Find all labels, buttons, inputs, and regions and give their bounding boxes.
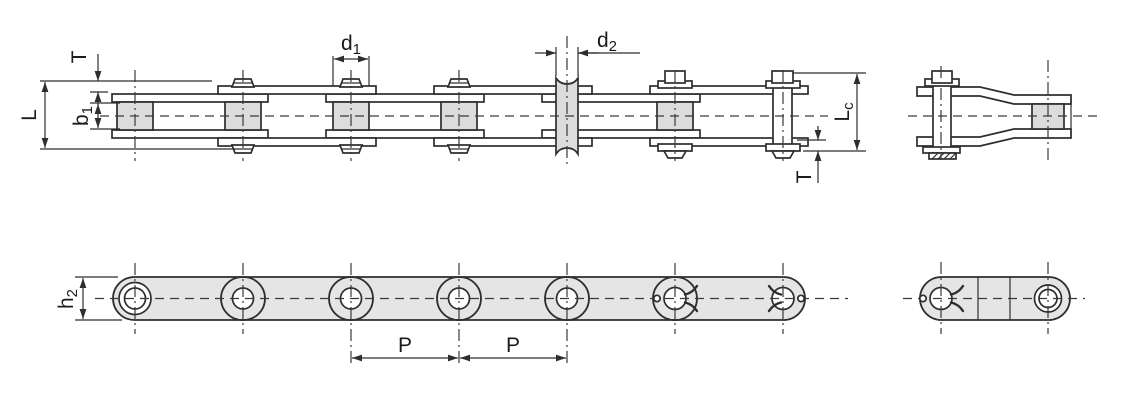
label-T-top: T (68, 50, 91, 63)
dimension-d2: d2 (535, 29, 640, 76)
dimension-T-bottom: T (793, 126, 826, 183)
pin-heads (230, 78, 472, 154)
outer-plates (217, 85, 809, 147)
offset-link-side-view (908, 60, 1097, 160)
chain-side-view (100, 36, 828, 165)
outer-plate (649, 137, 809, 147)
inner-plate (111, 93, 269, 103)
cotter-leg (949, 284, 965, 296)
outer-plate (217, 137, 377, 147)
pin-square-head (931, 70, 953, 84)
cotter-leg (683, 301, 699, 313)
cotter-leg (767, 284, 783, 296)
cotter-leg (949, 301, 965, 313)
inner-plates (111, 93, 701, 139)
cotter-leg (683, 284, 699, 296)
outer-plate (433, 85, 593, 95)
dimension-d1: d1 (332, 32, 370, 86)
dimensions: L T b1 d1 (18, 29, 866, 362)
cotter-block (928, 152, 957, 160)
dimension-T-top: T (68, 50, 108, 105)
dimension-b1: b1 (70, 102, 120, 130)
cotter-eye (652, 294, 662, 303)
dimension-P2: P (460, 334, 566, 362)
inner-plate (325, 93, 485, 103)
label-P2: P (506, 334, 520, 357)
dimension-P1: P (352, 334, 458, 362)
pin-rivet-end (770, 150, 796, 159)
inner-plate (541, 93, 701, 103)
outer-plate (433, 137, 593, 147)
cotter-pin-icon (652, 284, 699, 313)
offset-link-plan-view (903, 262, 1085, 334)
label-Lc: Lc (831, 102, 857, 122)
label-T-bottom: T (793, 170, 816, 183)
dimension-L: L (18, 80, 235, 150)
inner-plate (325, 129, 485, 139)
label-h2: h2 (55, 289, 81, 309)
inner-plate (541, 129, 701, 139)
dimension-h2: h2 (55, 276, 122, 321)
cotter-eye (796, 294, 806, 303)
hatch-line (943, 152, 951, 160)
outer-plate (649, 85, 809, 95)
pin-shaft (932, 84, 952, 151)
cotter-pin-icon (918, 284, 965, 313)
label-b1: b1 (70, 106, 96, 126)
link-plate-outline (436, 276, 590, 321)
inner-plate (111, 129, 269, 139)
outer-plate (217, 85, 377, 95)
cotter-pin-icon (767, 284, 806, 313)
label-L: L (18, 109, 41, 121)
label-d2: d2 (597, 29, 617, 55)
side-view-centerlines (100, 36, 828, 165)
pin-rivet-end (662, 150, 688, 159)
label-P1: P (398, 334, 412, 357)
plan-view-centerlines (95, 263, 848, 366)
dimension-Lc: Lc (793, 72, 866, 152)
cotter-leg (767, 301, 783, 313)
cotter-eye (918, 294, 928, 303)
hatch-line (931, 152, 939, 160)
label-d1: d1 (341, 32, 361, 58)
plate-fills (113, 277, 805, 320)
chain-plan-view (95, 263, 848, 366)
hatch-line (949, 152, 957, 160)
